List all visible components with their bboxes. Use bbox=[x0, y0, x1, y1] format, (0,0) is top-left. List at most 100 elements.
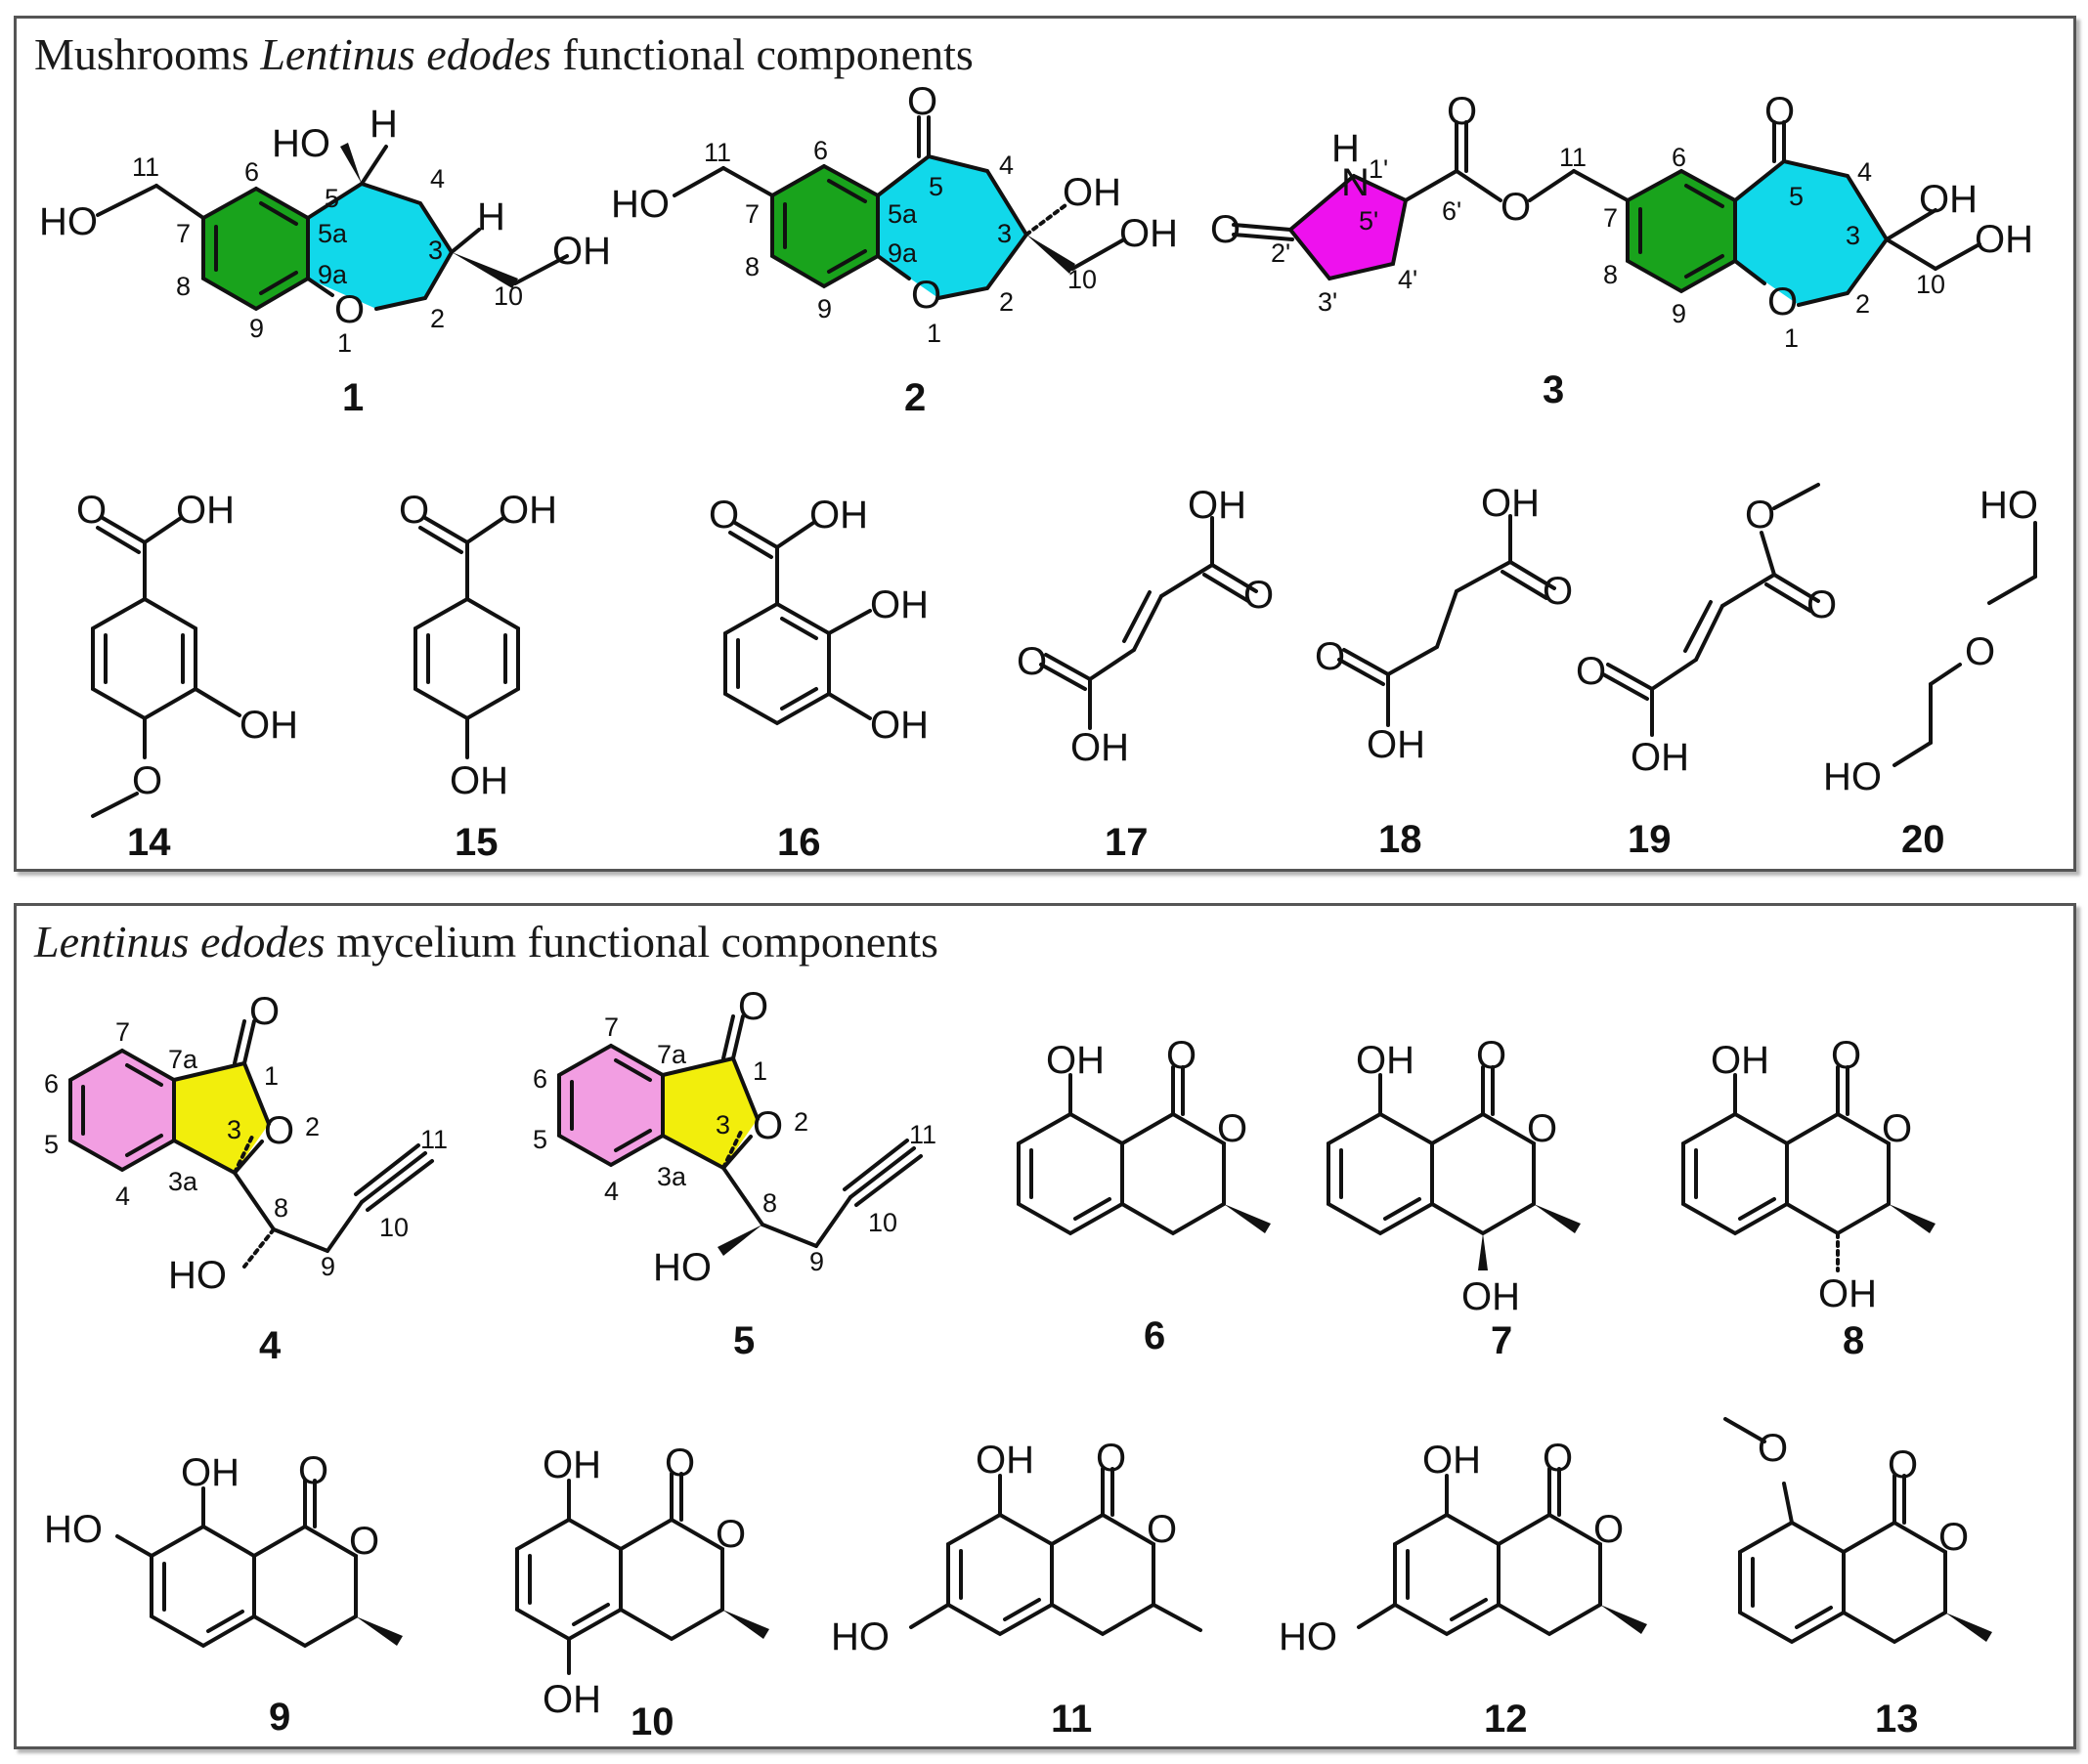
atom-number: 5 bbox=[533, 1125, 547, 1154]
atom-number: 3 bbox=[1846, 221, 1860, 250]
compound-18: OH O O OH 18 bbox=[1315, 482, 1573, 861]
title-rest: mycelium functional components bbox=[325, 917, 938, 967]
label-O-ring: O bbox=[349, 1520, 379, 1563]
atom-number: 5 bbox=[325, 184, 339, 213]
atom-number: 4 bbox=[999, 151, 1014, 180]
compound-id: 17 bbox=[1105, 821, 1149, 864]
label-OH-3: OH bbox=[1919, 178, 1978, 221]
atom-number: 10 bbox=[868, 1208, 897, 1237]
atom-number: 5 bbox=[44, 1130, 59, 1159]
atom-number: 8 bbox=[762, 1188, 777, 1218]
atom-number: 11 bbox=[909, 1120, 936, 1149]
atom-number: 8 bbox=[745, 252, 760, 281]
label-O: O bbox=[76, 489, 107, 532]
label-O-ring: O bbox=[1882, 1107, 1912, 1150]
compound-4: O O HO 7 7a 1 6 3 2 5 3a 4 8 11 10 9 4 bbox=[44, 990, 448, 1367]
label-N: N bbox=[1341, 161, 1370, 204]
label-O: O bbox=[1745, 494, 1775, 537]
compound-id: 10 bbox=[631, 1700, 674, 1743]
atom-number: 4 bbox=[115, 1182, 130, 1211]
atom-number: 9 bbox=[817, 294, 832, 323]
label-HO: HO bbox=[653, 1246, 712, 1289]
atom-number: 9a bbox=[318, 260, 348, 289]
label-OH: OH bbox=[1070, 726, 1129, 769]
atom-number: 5a bbox=[318, 219, 348, 248]
label-O-ring: O bbox=[1527, 1107, 1557, 1150]
label-O: O bbox=[1017, 640, 1047, 683]
atom-number: 11 bbox=[704, 138, 731, 167]
label-O: O bbox=[1315, 635, 1345, 678]
atom-number: 5a bbox=[888, 199, 918, 229]
atom-number: 7a bbox=[657, 1040, 687, 1069]
atom-number: 3 bbox=[997, 219, 1012, 248]
atom-number: 6 bbox=[813, 136, 828, 165]
label-OH: OH bbox=[1356, 1039, 1414, 1082]
atom-number: 8 bbox=[1603, 260, 1618, 289]
atom-number: 6 bbox=[44, 1069, 59, 1098]
label-O-ring: O bbox=[1938, 1516, 1969, 1559]
atom-number: 5 bbox=[1789, 182, 1804, 211]
atom-number: 7 bbox=[604, 1012, 619, 1042]
label-OH: OH bbox=[870, 704, 929, 747]
atom-number: 3 bbox=[227, 1115, 241, 1144]
atom-number: 10 bbox=[1916, 270, 1945, 299]
compound-id: 15 bbox=[455, 821, 499, 864]
atom-number: 8 bbox=[176, 272, 191, 301]
label-OH: OH bbox=[1631, 736, 1689, 779]
label-OH-10: OH bbox=[1975, 218, 2033, 261]
label-OH: OH bbox=[181, 1451, 239, 1494]
atom-number: 9 bbox=[321, 1252, 335, 1281]
compound-14: O OH OH O 14 bbox=[76, 489, 298, 864]
lactone-ring-fill bbox=[174, 1063, 269, 1173]
compound-1: HO H HO H OH O 11 6 7 8 9 5 5a 9a 4 3 2 … bbox=[39, 103, 611, 419]
label-OH: OH bbox=[1188, 484, 1246, 527]
atom-number: 9 bbox=[809, 1247, 824, 1276]
label-HO: HO bbox=[1979, 484, 2038, 527]
atom-number: 5' bbox=[1359, 206, 1378, 236]
label-HO: HO bbox=[831, 1615, 890, 1658]
atom-number: 7a bbox=[168, 1045, 198, 1074]
label-O-dbl: O bbox=[1888, 1443, 1918, 1486]
compound-id: 18 bbox=[1378, 818, 1422, 861]
label-O-ring: O bbox=[264, 1109, 294, 1152]
atom-number: 4' bbox=[1398, 265, 1417, 294]
compound-id: 11 bbox=[1051, 1698, 1092, 1741]
atom-number: 2' bbox=[1271, 238, 1290, 268]
lactone-ring-fill bbox=[663, 1058, 758, 1168]
compound-id: 5 bbox=[733, 1319, 755, 1362]
label-O-ester: O bbox=[1501, 186, 1531, 229]
atom-number: 7 bbox=[176, 219, 191, 248]
label-HO-11: HO bbox=[39, 200, 98, 243]
atom-number: 3 bbox=[716, 1110, 730, 1140]
label-OH: OH bbox=[543, 1443, 601, 1486]
atom-number: 1 bbox=[753, 1056, 767, 1086]
label-H: H bbox=[1331, 127, 1360, 170]
compound-id: 19 bbox=[1628, 818, 1672, 861]
compound-7: OH O O OH 7 bbox=[1327, 1034, 1581, 1362]
label-H-5: H bbox=[370, 103, 398, 146]
atom-number: 2 bbox=[305, 1112, 320, 1141]
compound-11: OH O O HO 11 bbox=[831, 1437, 1202, 1741]
label-OH: OH bbox=[1481, 482, 1540, 525]
label-O-methoxy: O bbox=[1758, 1427, 1788, 1470]
atom-number: 7 bbox=[115, 1017, 130, 1047]
label-OH-4: OH bbox=[1818, 1272, 1877, 1315]
label-O: O bbox=[399, 489, 429, 532]
label-OH: OH bbox=[239, 704, 298, 747]
compound-id: 13 bbox=[1875, 1698, 1919, 1741]
atom-number: 4 bbox=[1857, 157, 1872, 187]
atom-number: 3' bbox=[1318, 287, 1337, 317]
atom-number: 7 bbox=[745, 199, 760, 229]
atom-number: 1 bbox=[337, 328, 352, 358]
compound-20: HO O HO 20 bbox=[1823, 484, 2038, 861]
atom-number: 11 bbox=[420, 1125, 448, 1154]
atom-number: 10 bbox=[379, 1213, 409, 1242]
compound-id: 3 bbox=[1543, 368, 1564, 411]
oxepane-ring-fill bbox=[308, 184, 452, 309]
benzene-ring-fill bbox=[1628, 171, 1735, 291]
compound-id: 9 bbox=[269, 1696, 290, 1739]
compound-id: 1 bbox=[342, 376, 364, 419]
atom-number: 9a bbox=[888, 238, 918, 268]
atom-number: 3a bbox=[657, 1162, 687, 1191]
label-OH: OH bbox=[1711, 1039, 1769, 1082]
